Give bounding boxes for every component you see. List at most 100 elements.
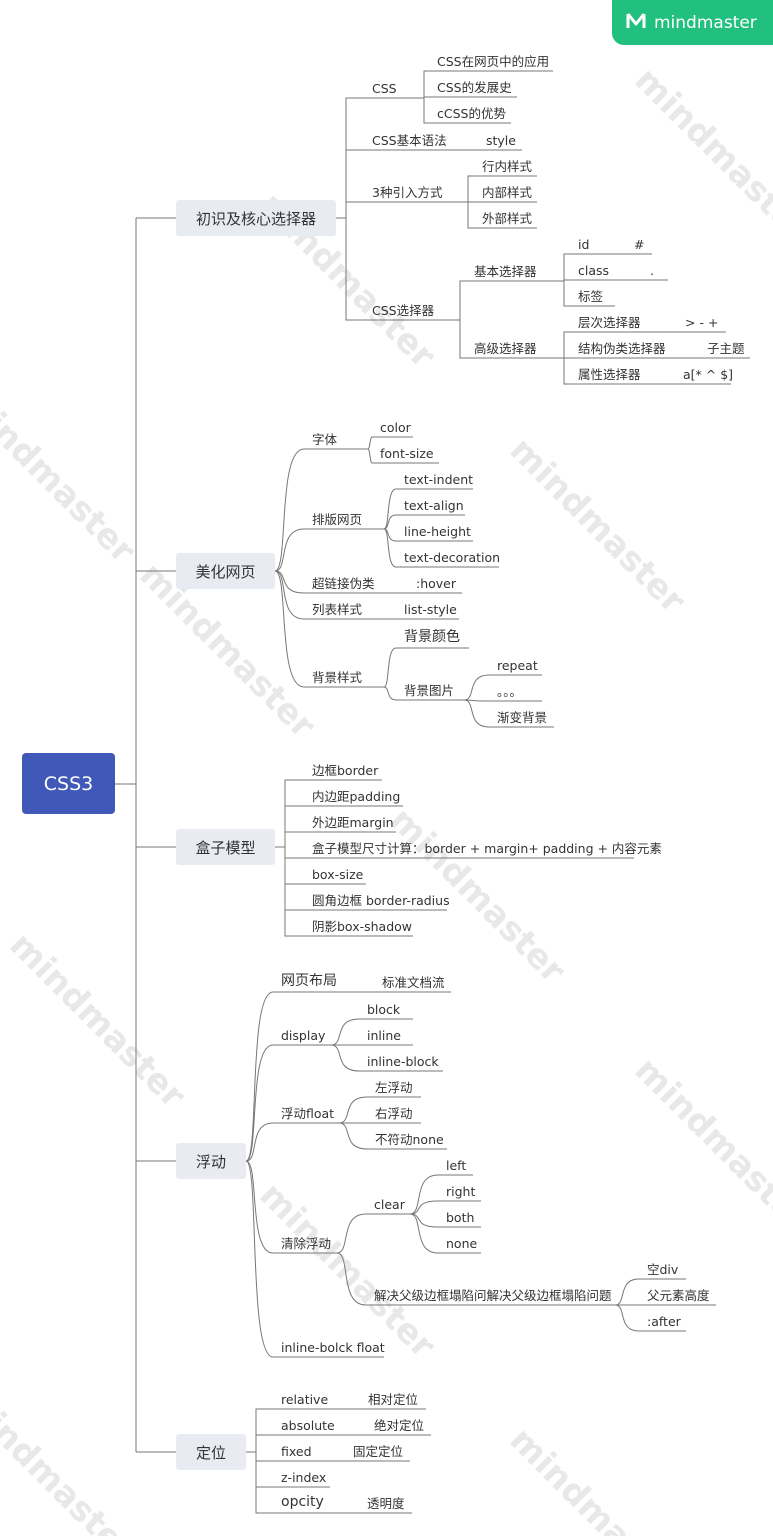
- topic-3-2-0[interactable]: 左浮动: [375, 1080, 413, 1095]
- topic-3-3-0-1[interactable]: right: [446, 1184, 476, 1199]
- topic-1-3[interactable]: 列表样式: [312, 602, 363, 617]
- mindmaster-badge[interactable]: mindmaster: [612, 0, 773, 45]
- connector-0-2: [336, 201, 364, 219]
- branch-2[interactable]: 盒子模型: [176, 829, 275, 865]
- topic-4-0-0[interactable]: 相对定位: [368, 1392, 419, 1407]
- topic-1-4[interactable]: 背景样式: [312, 670, 363, 685]
- topic-3-0[interactable]: 网页布局: [281, 973, 337, 989]
- topic-1-1-3[interactable]: text-decoration: [404, 550, 501, 565]
- topic-3-3-0-0[interactable]: left: [446, 1158, 467, 1173]
- connector-0-3-1-0: [554, 331, 570, 359]
- topic-3-4[interactable]: inline-bolck float: [281, 1340, 385, 1355]
- topic-1-1-0[interactable]: text-indent: [404, 472, 474, 487]
- topic-4-4[interactable]: opcity: [281, 1494, 324, 1510]
- topic-0-3-1-2[interactable]: 属性选择器: [578, 367, 641, 382]
- topic-0-2-0[interactable]: 行内样式: [482, 159, 533, 174]
- topic-1-1[interactable]: 排版网页: [312, 512, 363, 527]
- topic-3-3-1-2[interactable]: :after: [647, 1314, 681, 1329]
- connector-3-1-0: [330, 1018, 360, 1046]
- topic-3-1-2[interactable]: inline-block: [367, 1054, 439, 1069]
- topic-2-3[interactable]: 盒子模型尺寸计算：border + margin+ padding + 内容元素: [312, 841, 662, 856]
- topic-2-2[interactable]: 外边距margin: [312, 815, 394, 830]
- connector-0-2-2: [458, 201, 474, 229]
- topic-2-0[interactable]: 边框border: [312, 763, 379, 778]
- topic-0-2-2[interactable]: 外部样式: [482, 211, 533, 226]
- topic-3-2[interactable]: 浮动float: [281, 1106, 335, 1121]
- topic-3-3-0[interactable]: clear: [374, 1197, 405, 1212]
- connector-0-2-0: [458, 175, 474, 203]
- topic-3-2-1[interactable]: 右浮动: [375, 1106, 413, 1121]
- topic-4-3[interactable]: z-index: [281, 1470, 327, 1485]
- topic-2-5[interactable]: 圆角边框 border-radius: [312, 893, 450, 908]
- topic-4-2-0[interactable]: 固定定位: [353, 1444, 404, 1459]
- topic-0-3-1-1-0[interactable]: 子主题: [707, 341, 745, 356]
- topic-2-6[interactable]: 阴影box-shadow: [312, 919, 413, 934]
- topic-1-2-0[interactable]: :hover: [416, 576, 457, 591]
- topic-0-2-1[interactable]: 内部样式: [482, 185, 533, 200]
- connector-3-3-0-3: [409, 1213, 439, 1254]
- topic-4-1[interactable]: absolute: [281, 1418, 335, 1433]
- topic-2-4[interactable]: box-size: [312, 867, 364, 882]
- topic-0-3-0-2[interactable]: 标签: [578, 289, 604, 304]
- topic-0-3-0-1-0[interactable]: .: [650, 263, 654, 278]
- topic-0-0-0[interactable]: CSS在网页中的应用: [437, 54, 550, 69]
- topic-3-3-1[interactable]: 解决父级边框塌陷问解决父级边框塌陷问题: [374, 1288, 612, 1303]
- topic-0-3-1-0-0[interactable]: > - +: [685, 315, 719, 330]
- topic-3-3-1-0[interactable]: 空div: [647, 1262, 679, 1277]
- branch-0[interactable]: 初识及核心选择器: [176, 200, 336, 236]
- topic-1-4-1[interactable]: 背景图片: [404, 683, 455, 698]
- topic-1-4-1-2[interactable]: 渐变背景: [497, 710, 548, 725]
- topic-0-0-1[interactable]: CSS的发展史: [437, 80, 512, 95]
- topic-1-4-1-1[interactable]: 。。。: [497, 684, 523, 699]
- connector-3-3: [245, 1160, 274, 1254]
- topic-0-3-0-0-0[interactable]: #: [634, 237, 645, 252]
- topic-0-0-2[interactable]: cCSS的优势: [437, 106, 506, 121]
- topic-0-3-0-1[interactable]: class: [578, 263, 610, 278]
- topic-0-3-0[interactable]: 基本选择器: [474, 264, 537, 279]
- connector-3-3-0: [336, 1213, 367, 1254]
- topic-3-1[interactable]: display: [281, 1028, 326, 1043]
- topic-4-4-0[interactable]: 透明度: [367, 1496, 405, 1511]
- topic-0-3-1-0[interactable]: 层次选择器: [578, 315, 641, 330]
- root-node[interactable]: CSS3: [22, 753, 115, 814]
- topic-3-3-0-2[interactable]: both: [446, 1210, 475, 1225]
- topic-0-3-1[interactable]: 高级选择器: [474, 341, 537, 356]
- topic-0-3[interactable]: CSS选择器: [372, 303, 435, 318]
- topic-0-3-1-1[interactable]: 结构伪类选择器: [578, 341, 666, 356]
- branch-3[interactable]: 浮动: [176, 1143, 246, 1179]
- topic-3-0-0[interactable]: 标准文档流: [382, 975, 445, 990]
- branch-4[interactable]: 定位: [176, 1434, 246, 1470]
- topic-0-0[interactable]: CSS: [372, 81, 397, 96]
- branch-1[interactable]: 美化网页: [176, 553, 275, 589]
- topic-3-2-2[interactable]: 不符动none: [375, 1132, 444, 1147]
- topic-0-1-0[interactable]: style: [486, 133, 516, 148]
- connector-1-3: [274, 570, 305, 620]
- topic-3-1-1[interactable]: inline: [367, 1028, 401, 1043]
- connector-1-1: [274, 528, 305, 572]
- topic-0-1[interactable]: CSS基本语法: [372, 133, 447, 148]
- topic-0-2[interactable]: 3种引入方式: [372, 185, 443, 200]
- topic-0-3-0-0[interactable]: id: [578, 237, 590, 252]
- topic-3-3[interactable]: 清除浮动: [281, 1236, 332, 1251]
- topic-4-0[interactable]: relative: [281, 1392, 329, 1407]
- topic-0-3-1-2-0[interactable]: a[* ^ $]: [683, 367, 734, 382]
- topic-1-0-1[interactable]: font-size: [380, 446, 434, 461]
- topic-4-1-0[interactable]: 绝对定位: [374, 1418, 425, 1433]
- connector-4-0: [246, 1408, 273, 1453]
- topic-4-2[interactable]: fixed: [281, 1444, 312, 1459]
- topic-3-3-0-3[interactable]: none: [446, 1236, 478, 1251]
- connector-3-3-1-0: [614, 1278, 640, 1306]
- topic-1-3-0[interactable]: list-style: [404, 602, 457, 617]
- topic-2-1[interactable]: 内边距padding: [312, 789, 401, 804]
- topic-1-2[interactable]: 超链接伪类: [312, 576, 375, 591]
- topic-3-1-0[interactable]: block: [367, 1002, 401, 1017]
- topic-3-3-1-1[interactable]: 父元素高度: [647, 1288, 710, 1303]
- topic-1-4-0[interactable]: 背景颜色: [404, 629, 460, 645]
- topic-1-4-1-0[interactable]: repeat: [497, 658, 538, 673]
- topic-1-1-1[interactable]: text-align: [404, 498, 464, 513]
- connector-4-3: [246, 1451, 273, 1488]
- topic-1-1-2[interactable]: line-height: [404, 524, 471, 539]
- topic-1-0[interactable]: 字体: [312, 432, 338, 447]
- topic-1-0-0[interactable]: color: [380, 420, 411, 435]
